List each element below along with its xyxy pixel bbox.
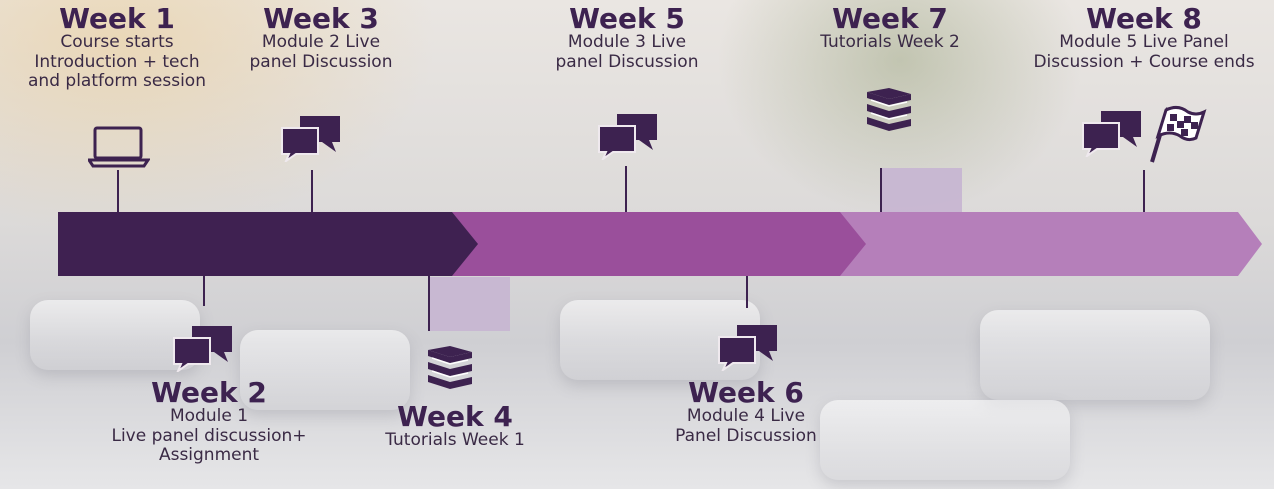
background-key (240, 330, 410, 410)
week-8-label: Week 8 Module 5 Live Panel Discussion + … (1016, 4, 1272, 72)
stem-week-8 (1143, 170, 1145, 212)
chat-icon (280, 114, 342, 162)
week-3-label: Week 3 Module 2 Live panel Discussion (228, 4, 414, 72)
tutorial-block-week-7 (880, 168, 962, 212)
week-3-title: Week 3 (263, 2, 379, 35)
week-5-desc: Module 3 Live panel Discussion (555, 32, 699, 72)
chat-icon (597, 112, 659, 160)
week-1-desc: Course starts Introduction + tech and pl… (28, 32, 206, 92)
week-6-title: Week 6 (688, 376, 804, 409)
week-2-desc: Module 1 Live panel discussion+ Assignme… (111, 406, 307, 466)
week-7-desc: Tutorials Week 2 (820, 32, 960, 53)
week-1-title: Week 1 (59, 2, 175, 35)
week-8-title: Week 8 (1086, 2, 1202, 35)
background-key (820, 400, 1070, 480)
stem-week-4 (428, 276, 430, 331)
stem-week-5 (625, 166, 627, 212)
week-4-desc: Tutorials Week 1 (385, 430, 525, 451)
laptop-icon (88, 126, 150, 168)
stem-week-7 (880, 168, 882, 212)
chat-icon (172, 324, 234, 372)
timeline-segment-1 (58, 212, 478, 276)
week-8-desc: Module 5 Live Panel Discussion + Course … (1033, 32, 1255, 72)
week-4-title: Week 4 (397, 400, 513, 433)
background-key (30, 300, 200, 370)
timeline-segment-3 (830, 212, 1262, 276)
week-7-title: Week 7 (832, 2, 948, 35)
week-7-label: Week 7 Tutorials Week 2 (800, 4, 980, 53)
tutorial-block-week-4 (428, 277, 510, 331)
stem-week-2 (203, 276, 205, 306)
stem-week-6 (746, 276, 748, 308)
background-key (980, 310, 1210, 400)
week-5-label: Week 5 Module 3 Live panel Discussion (534, 4, 720, 72)
chat-icon (1081, 109, 1143, 157)
timeline-segment-2 (445, 212, 866, 276)
finish-flag-icon (1146, 104, 1208, 164)
week-4-label: Week 4 Tutorials Week 1 (362, 402, 548, 451)
week-2-label: Week 2 Module 1 Live panel discussion+ A… (92, 378, 326, 466)
books-icon (863, 86, 915, 132)
stem-week-3 (311, 170, 313, 212)
week-6-label: Week 6 Module 4 Live Panel Discussion (652, 378, 840, 446)
week-2-title: Week 2 (151, 376, 267, 409)
books-icon (424, 344, 476, 390)
week-3-desc: Module 2 Live panel Discussion (249, 32, 393, 72)
week-5-title: Week 5 (569, 2, 685, 35)
stem-week-1 (117, 170, 119, 212)
chat-icon (717, 323, 779, 371)
week-1-label: Week 1 Course starts Introduction + tech… (0, 4, 234, 92)
week-6-desc: Module 4 Live Panel Discussion (675, 406, 817, 446)
